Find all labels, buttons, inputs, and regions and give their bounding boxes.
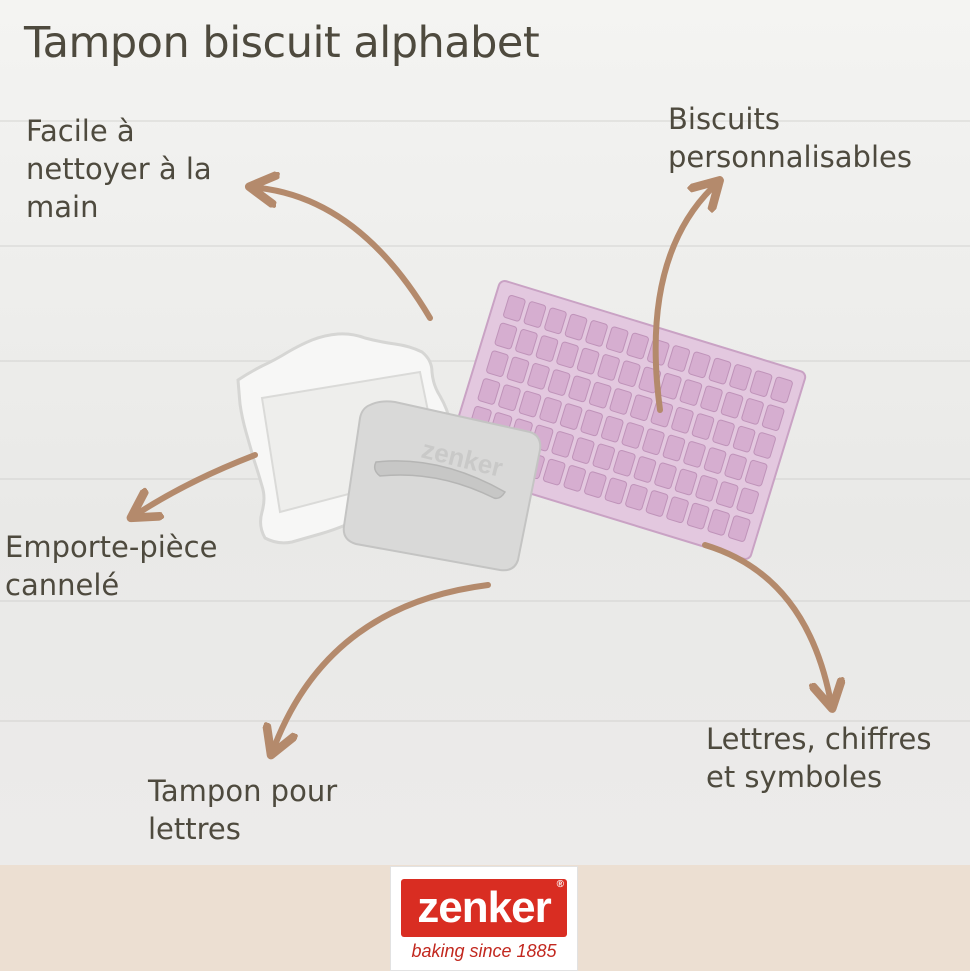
wood-plank-line xyxy=(0,720,970,722)
arrow-to-cutter xyxy=(140,452,258,512)
letter-tile xyxy=(703,447,727,474)
letter-tile xyxy=(518,390,542,418)
letter-tile xyxy=(708,357,732,385)
registered-mark: ® xyxy=(556,879,564,890)
letter-tile xyxy=(604,477,628,505)
arrow-to-letters xyxy=(702,542,830,698)
letter-tile xyxy=(563,465,586,492)
arrow-to-clean xyxy=(260,188,433,321)
label-fluted-cutter: Emporte-pièce cannelé xyxy=(5,530,218,602)
letter-tile xyxy=(686,502,710,530)
letter-tile xyxy=(662,434,686,462)
letter-tile xyxy=(584,471,607,498)
label-custom-biscuits: Biscuits personnalisables xyxy=(668,102,912,174)
letter-tile xyxy=(654,462,677,490)
letter-tile xyxy=(506,356,530,384)
letter-tile xyxy=(580,409,603,437)
letter-tile xyxy=(544,307,567,335)
wood-plank-line xyxy=(0,120,970,122)
letter-tile xyxy=(559,403,583,430)
wood-plank-line xyxy=(0,245,970,247)
letter-tile xyxy=(625,483,648,511)
letter-tile xyxy=(617,360,641,387)
label-letters-numbers-symbols: Lettres, chiffres et symboles xyxy=(706,722,932,794)
letter-tile xyxy=(601,415,624,443)
letter-tile xyxy=(542,458,566,486)
wood-plank-line xyxy=(0,600,970,602)
letter-tile xyxy=(666,496,689,524)
letter-tile xyxy=(645,490,669,517)
page-title: Tampon biscuit alphabet xyxy=(24,18,540,68)
letter-tile xyxy=(547,369,571,396)
letter-tile xyxy=(727,515,751,542)
letter-tile xyxy=(539,397,562,424)
letter-tile xyxy=(688,351,711,379)
letter-tile xyxy=(585,320,608,347)
letter-tile xyxy=(679,379,703,406)
letter-tile xyxy=(527,363,550,390)
letter-tile xyxy=(691,413,715,440)
letter-tile xyxy=(556,341,579,369)
letter-tile xyxy=(592,443,616,471)
stamp-block xyxy=(342,400,542,572)
letter-tile xyxy=(744,459,768,487)
brand-logo-mark: zenker ® xyxy=(401,879,567,937)
letter-tile xyxy=(523,301,547,328)
letter-tile xyxy=(609,388,632,415)
letter-tile xyxy=(683,441,706,468)
letter-tile xyxy=(621,422,645,449)
brand-tagline: baking since 1885 xyxy=(411,941,557,961)
letter-tile xyxy=(605,326,629,353)
letter-tile xyxy=(564,313,588,341)
brand-name: zenker xyxy=(417,883,551,932)
letter-tile xyxy=(667,345,691,372)
label-letter-stamp: Tampon pour lettres xyxy=(148,774,338,846)
letter-tile xyxy=(732,425,756,453)
letter-tile xyxy=(736,487,759,515)
letter-tile xyxy=(486,350,509,377)
letter-tile xyxy=(626,332,649,360)
letter-tile xyxy=(498,384,521,411)
letter-tile xyxy=(671,407,694,434)
letter-tile xyxy=(535,335,559,362)
letter-tile xyxy=(712,419,735,447)
letter-tile xyxy=(571,437,595,464)
letter-tile xyxy=(720,391,744,419)
letter-tile xyxy=(650,400,674,428)
brand-logo: zenker ® baking since 1885 xyxy=(390,866,578,971)
letter-tile xyxy=(729,364,752,391)
letter-tile xyxy=(515,329,538,356)
letter-tile xyxy=(477,378,501,405)
label-easy-clean: Facile à nettoyer à la main xyxy=(26,114,212,224)
letter-tile xyxy=(551,431,574,458)
letter-tile xyxy=(568,375,591,403)
letter-tile xyxy=(494,322,518,350)
letter-tile xyxy=(659,373,682,400)
letter-tile xyxy=(741,398,764,425)
letter-tile xyxy=(715,481,739,508)
letter-tile xyxy=(749,370,773,397)
letter-tile xyxy=(633,456,657,483)
letter-tile xyxy=(597,354,620,381)
letter-tile xyxy=(761,404,785,431)
arrow-to-stamp xyxy=(275,582,491,745)
letter-tile xyxy=(503,295,526,322)
letter-tile xyxy=(674,468,698,496)
letter-tile xyxy=(724,453,747,481)
product-illustration: zenker xyxy=(0,0,970,865)
letter-tile xyxy=(630,394,653,421)
letter-tile xyxy=(707,509,730,536)
letter-tile xyxy=(576,347,600,375)
letter-tile xyxy=(770,376,793,404)
letter-tile xyxy=(695,475,718,502)
letter-tile xyxy=(613,449,636,477)
letter-tile xyxy=(753,432,776,459)
letter-mould-tray xyxy=(443,279,807,561)
letter-tile xyxy=(642,428,665,455)
arrow-to-custom xyxy=(652,188,712,413)
letter-tile xyxy=(700,385,723,413)
letter-tiles-grid xyxy=(460,295,793,542)
stamp-handle xyxy=(373,460,507,500)
letter-tile xyxy=(588,381,612,409)
